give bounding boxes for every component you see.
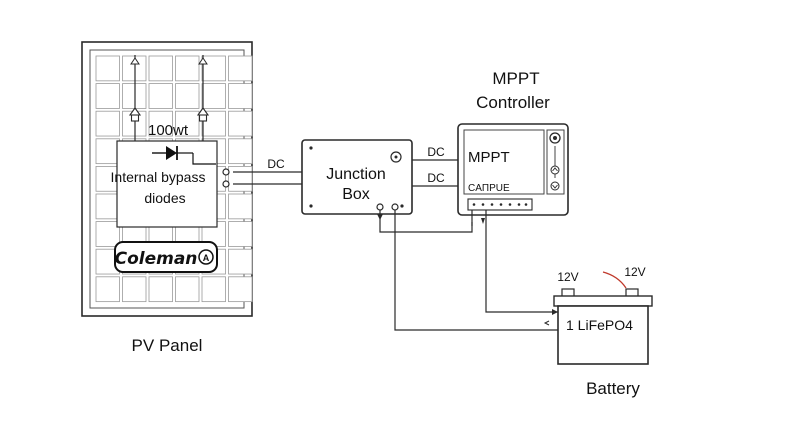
pv-cell: [122, 55, 147, 82]
pv-cell: [228, 165, 253, 192]
pv-cell: [175, 55, 200, 82]
pv-panel-caption: PV Panel: [132, 336, 203, 355]
battery-cell-label: 1 LiFePO4: [566, 317, 633, 333]
controller-title-line2: Controller: [476, 93, 550, 112]
battery-terminal-right-label: 12V: [624, 265, 645, 279]
controller-down-icon: [550, 181, 560, 191]
pv-cell: [228, 83, 253, 109]
battery-body: [557, 305, 649, 365]
pv-cell: [228, 276, 253, 303]
arrow-into-battery-icon: [543, 320, 550, 326]
junction-box-body: [301, 139, 413, 215]
pv-cell: [228, 110, 253, 137]
pv-cell: [175, 110, 200, 137]
panel-conductors: [134, 55, 204, 142]
panel-terminal-negative: [222, 180, 230, 188]
pv-cell: [122, 276, 147, 303]
pv-cell: [148, 276, 173, 303]
coleman-logo: Coleman A: [114, 241, 218, 273]
pv-cell: [95, 55, 120, 82]
junction-box: Junction Box: [301, 139, 413, 215]
pv-cell: [122, 83, 147, 109]
junction-box-terminal-left: [376, 203, 384, 211]
diode-label-line1: Internal bypass: [111, 169, 206, 185]
pv-cell: [95, 110, 120, 137]
coleman-logo-text: Coleman: [115, 249, 198, 269]
pv-cell: [228, 138, 253, 165]
terminal-screws: [472, 203, 528, 206]
pv-panel: 100wt Internal bypass diodes Coleman A P…: [81, 41, 253, 355]
pv-cell: [201, 110, 226, 137]
battery: 12V 12V 1 LiFePO4 Battery: [553, 265, 653, 398]
battery-caption: Battery: [586, 379, 640, 398]
down-arrow-icon: [377, 214, 383, 220]
battery-lid: [553, 295, 653, 307]
pv-cell: [228, 221, 253, 247]
pv-cell: [148, 55, 173, 82]
pv-cell: [175, 83, 200, 109]
panel-to-box-wires: [233, 171, 302, 185]
pv-cell: [148, 110, 173, 137]
positive-lead: [602, 271, 627, 289]
pv-cell: [95, 83, 120, 109]
diode-icon: [152, 146, 216, 165]
junction-box-label-line1: Junction: [326, 166, 386, 183]
controller-display-label: MPPT: [468, 149, 510, 166]
mppt-controller: MPPT Controller MPPT CAПPUE: [457, 69, 569, 216]
battery-terminal-left-label: 12V: [557, 270, 578, 284]
svg-text:A: A: [203, 253, 210, 263]
arrow-into-battery-icon: [552, 309, 558, 315]
pv-cell: [201, 276, 226, 303]
pv-cell: [228, 248, 253, 275]
up-arrow-icon: [196, 107, 210, 122]
down-arrow-icon: [481, 218, 485, 224]
diode-label-line2: diodes: [144, 190, 185, 206]
pv-cell: [228, 55, 253, 82]
pv-cell: [201, 55, 226, 82]
panel-terminal-positive: [222, 168, 230, 176]
junction-box-terminal-right: [391, 203, 399, 211]
up-arrow-icon: [130, 57, 140, 65]
panel-to-box-dc-label: DC: [267, 157, 285, 171]
battery-wires: [379, 210, 558, 331]
controller-updown-icon: [550, 165, 560, 175]
controller-title-line1: MPPT: [492, 69, 539, 88]
pv-cell: [175, 276, 200, 303]
box-to-controller-wires: [412, 159, 458, 187]
box-to-controller-dc-bottom-label: DC: [427, 171, 445, 185]
controller-inner-panel: [463, 129, 545, 195]
pv-cell: [228, 193, 253, 220]
pv-cell: [95, 221, 120, 247]
junction-box-label-line2: Box: [342, 186, 370, 203]
pv-cell: [95, 276, 120, 303]
panel-rating-label: 100wt: [148, 122, 189, 139]
up-arrow-icon: [128, 107, 142, 122]
pv-cell: [95, 193, 120, 220]
up-arrow-icon: [198, 57, 208, 65]
pv-cell: [95, 138, 120, 165]
box-to-controller-dc-top-label: DC: [427, 145, 445, 159]
controller-sub-label: CAПPUE: [468, 183, 510, 194]
pv-cell: [201, 83, 226, 109]
pv-cell: [148, 83, 173, 109]
